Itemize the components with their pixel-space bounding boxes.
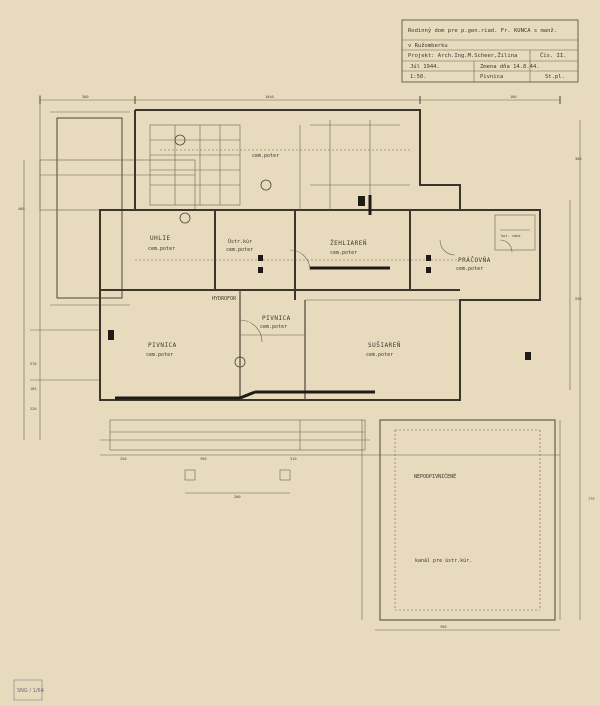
- room-uhlie-floor: cem.poter: [148, 246, 175, 252]
- dimension-lines: 300 1040 100 400 570 185 220 300 550 775…: [18, 95, 595, 631]
- area-nepodpivnicene: NEPODPIVNIČENÉ: [414, 472, 456, 480]
- room-ustr-kur: Ústr.kúr: [228, 238, 252, 245]
- dim-bottom-2: 390: [200, 457, 207, 461]
- dim-top-3: 100: [510, 95, 517, 99]
- lower-foundations: [109, 419, 366, 481]
- dim-left-1: 400: [18, 207, 25, 211]
- room-hydrofor: HYDROFOR: [212, 296, 237, 302]
- room-zehliaren-floor: cem.poter: [330, 250, 357, 256]
- heating-channel-label: kanál pre ústr.kúr.: [415, 557, 472, 564]
- room-pracovna-floor: cem.poter: [456, 266, 483, 272]
- title-block: Rodinný dom pre p.gen.riad. Fr. KUNCA s …: [401, 19, 579, 83]
- room-zehliaren: ŽEHLIAREŇ: [330, 239, 367, 247]
- room-top-floor: cem.poter: [252, 153, 279, 159]
- sheet-code-text: St.pl.: [545, 74, 565, 80]
- unexcavated-area: [379, 419, 556, 621]
- dim-bottom-4: 310: [290, 457, 297, 461]
- building-walls: [99, 109, 541, 401]
- room-uhlie: UHLIE: [150, 235, 171, 242]
- dim-right-2: 550: [575, 297, 582, 301]
- dim-top-1: 300: [82, 95, 89, 99]
- dim-right-3: 775: [588, 497, 595, 501]
- title-line-3: Projekt: Arch.Ing.M.Scheer,Žilina: [408, 51, 517, 59]
- bold-elements: [108, 195, 531, 400]
- room-pracovna: PRÁČOVŇA: [458, 257, 491, 264]
- room-pivnica-large-floor: cem.poter: [146, 352, 173, 358]
- boiler-label: kot. vaňa: [501, 234, 520, 238]
- room-pivnica-small-floor: cem.poter: [260, 324, 287, 330]
- room-susiaren-floor: cem.poter: [366, 352, 393, 358]
- dim-left-2: 570: [30, 362, 37, 366]
- dim-bottom-1: 250: [120, 457, 127, 461]
- scale-text: 1:50.: [410, 74, 427, 80]
- archive-stamp: SNG / 1/64: [13, 679, 44, 701]
- room-pivnica-small: PIVNICA: [262, 315, 291, 322]
- dim-left-3: 185: [30, 387, 37, 391]
- dim-bottom-3: 200: [234, 495, 241, 499]
- room-labels: UHLIE cem.poter cem.poter Ústr.kúr cem.p…: [146, 153, 520, 564]
- floor-name-text: Pivnica: [480, 74, 503, 80]
- room-pivnica-large: PIVNICA: [148, 342, 177, 349]
- dim-right-1: 300: [575, 157, 582, 161]
- room-susiaren: SUŠIAREŇ: [368, 342, 401, 349]
- sheet-number: Čís. II.: [540, 52, 567, 59]
- change-date-text: Zmena dňa 14.8.44.: [480, 63, 540, 70]
- floor-drains: [174, 134, 272, 368]
- door-swings: [239, 239, 513, 343]
- dim-top-2: 1040: [265, 95, 274, 99]
- stamp-text: SNG / 1/64: [17, 688, 44, 694]
- room-ustr-kur-floor: cem.poter: [226, 247, 253, 253]
- date-text: Júl 1944.: [410, 63, 440, 70]
- title-line-2: v Ružomberku: [408, 42, 448, 49]
- dim-left-4: 220: [30, 407, 37, 411]
- dim-bottom-5: 390: [440, 625, 447, 629]
- title-line-1: Rodinný dom pre p.gen.riad. Fr. KUNCA s …: [408, 27, 557, 34]
